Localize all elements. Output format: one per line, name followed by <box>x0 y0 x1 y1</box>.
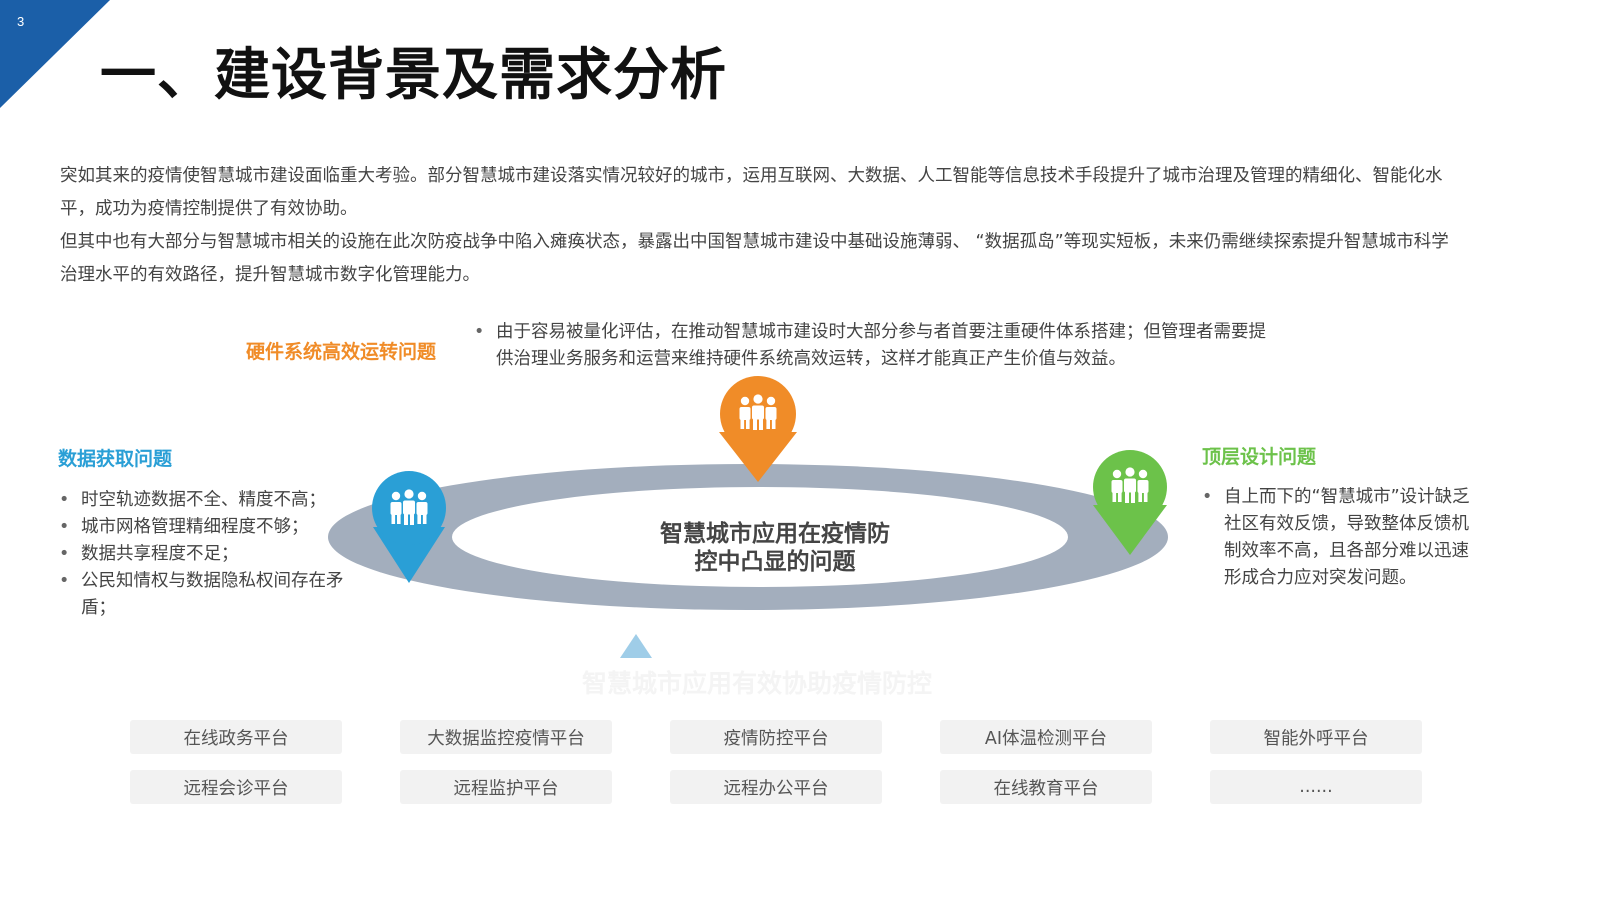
top-design-pin-icon <box>1093 450 1167 555</box>
hardware-pin-icon <box>719 376 797 482</box>
up-arrow-icon <box>620 634 652 658</box>
platform-online-education: 在线教育平台 <box>940 770 1152 804</box>
top-design-issue-list: 自上而下的“智慧城市”设计缺乏社区有效反馈，导致整体反馈机制效率不高，且各部分难… <box>1200 484 1470 592</box>
hardware-issue-title: 硬件系统高效运转问题 <box>246 341 437 363</box>
platform-remote-consultation: 远程会诊平台 <box>130 770 342 804</box>
platform-online-government: 在线政务平台 <box>130 720 342 754</box>
list-item: 公民知情权与数据隐私权间存在矛盾； <box>57 568 347 622</box>
top-design-issue-title: 顶层设计问题 <box>1202 446 1317 468</box>
platform-remote-monitoring: 远程监护平台 <box>400 770 612 804</box>
page-number: 3 <box>17 14 25 29</box>
platform-smart-calling: 智能外呼平台 <box>1210 720 1422 754</box>
center-ring <box>328 464 1168 610</box>
intro-paragraph-1: 突如其来的疫情使智慧城市建设面临重大考验。部分智慧城市建设落实情况较好的城市，运… <box>60 166 1443 219</box>
list-item: 自上而下的“智慧城市”设计缺乏社区有效反馈，导致整体反馈机制效率不高，且各部分难… <box>1200 484 1470 592</box>
hardware-issue-list: 由于容易被量化评估，在推动智慧城市建设时大部分参与者首要注重硬件体系搭建；但管理… <box>472 319 1272 373</box>
list-item: 数据共享程度不足； <box>57 541 347 568</box>
data-issue-title: 数据获取问题 <box>58 448 173 470</box>
list-item: 由于容易被量化评估，在推动智慧城市建设时大部分参与者首要注重硬件体系搭建；但管理… <box>472 319 1272 373</box>
platform-ai-temperature: AI体温检测平台 <box>940 720 1152 754</box>
platform-big-data-monitoring: 大数据监控疫情平台 <box>400 720 612 754</box>
data-pin-icon <box>372 471 446 583</box>
center-caption: 智慧城市应用在疫情防 控中凸显的问题 <box>600 520 950 576</box>
faded-caption: 智慧城市应用有效协助疫情防控 <box>581 669 932 698</box>
list-item: 时空轨迹数据不全、精度不高； <box>57 487 347 514</box>
data-issue-list: 时空轨迹数据不全、精度不高； 城市网格管理精细程度不够； 数据共享程度不足； 公… <box>57 487 347 622</box>
intro-text: 突如其来的疫情使智慧城市建设面临重大考验。部分智慧城市建设落实情况较好的城市，运… <box>60 160 1450 292</box>
platform-more: ...... <box>1210 770 1422 804</box>
intro-paragraph-2: 但其中也有大部分与智慧城市相关的设施在此次防疫战争中陷入瘫痪状态，暴露出中国智慧… <box>60 232 1449 285</box>
corner-triangle <box>0 0 110 108</box>
list-item: 城市网格管理精细程度不够； <box>57 514 347 541</box>
center-caption-line-1: 智慧城市应用在疫情防 <box>660 521 890 547</box>
center-caption-line-2: 控中凸显的问题 <box>694 549 856 575</box>
page-title: 一、建设背景及需求分析 <box>100 43 727 108</box>
platform-epidemic-control: 疫情防控平台 <box>670 720 882 754</box>
platform-remote-office: 远程办公平台 <box>670 770 882 804</box>
